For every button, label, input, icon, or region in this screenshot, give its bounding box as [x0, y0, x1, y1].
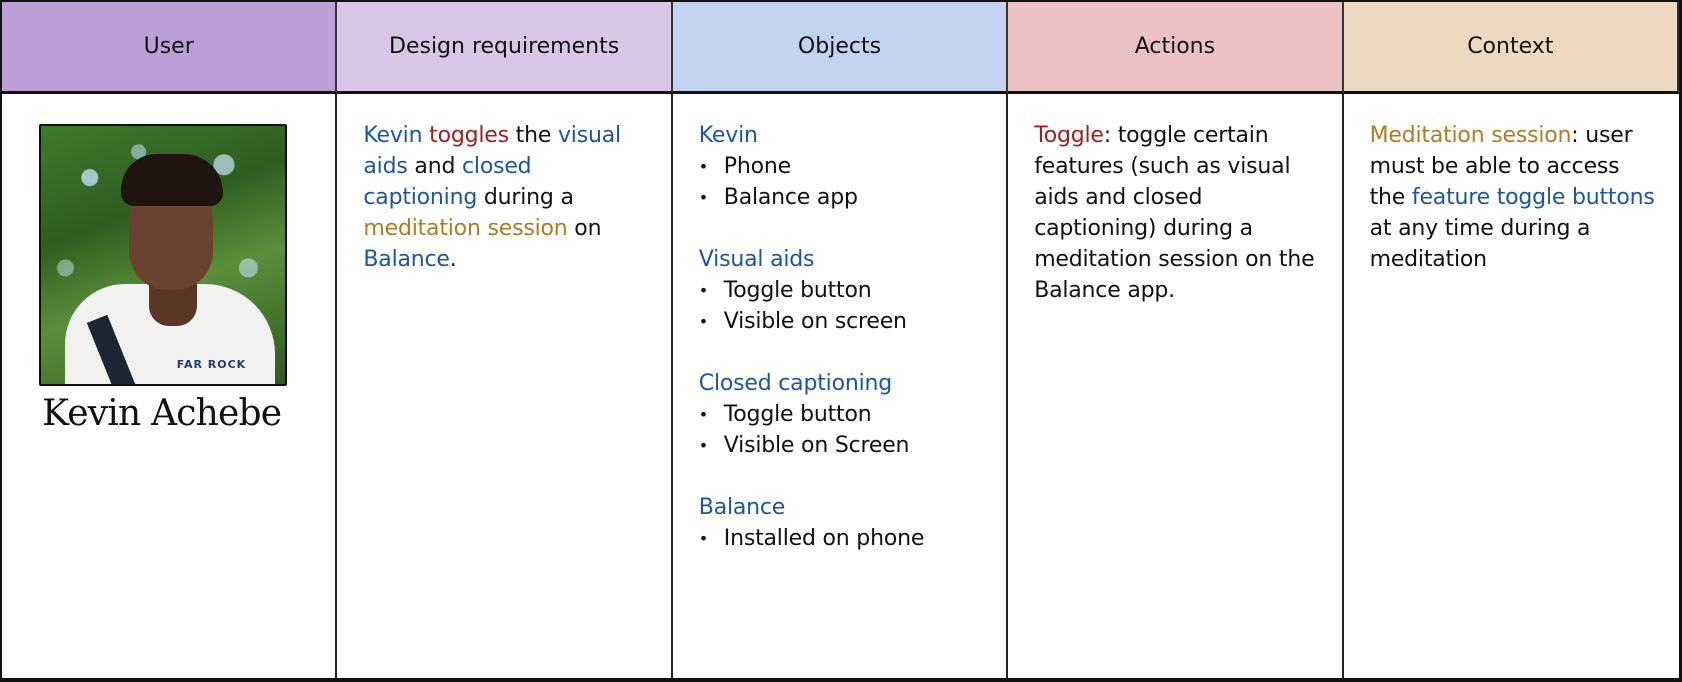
header-objects: Objects [672, 2, 1009, 94]
context-cell: Meditation session: user must be able to… [1344, 94, 1679, 678]
object-attribute: Toggle button [699, 275, 984, 306]
object-attribute: Balance app [699, 182, 984, 213]
header-actions: Actions [1008, 2, 1344, 94]
context-text: : user must be able to access the [1369, 123, 1633, 210]
object-attributes: Installed on phone [699, 523, 984, 554]
object-group-kevin: Kevin Phone Balance app [699, 120, 984, 213]
context-term: Meditation session [1369, 123, 1572, 148]
design-requirements-cell: Kevin toggles the visual aids and closed… [337, 94, 673, 678]
object-attribute: Toggle button [699, 399, 984, 430]
object-title: Closed captioning [698, 371, 892, 396]
photo-hair [120, 154, 223, 206]
dr-object-balance: Balance [363, 247, 450, 272]
dr-text: and [407, 154, 463, 179]
objects-cell: Kevin Phone Balance app Visual aids Togg… [673, 94, 1009, 678]
user-cell: FAR ROCK Kevin Achebe [2, 94, 338, 678]
user-name: Kevin Achebe [42, 393, 282, 434]
dr-context-meditation-session: meditation session [363, 216, 568, 241]
photo-shirt-logo: FAR ROCK [176, 358, 247, 371]
object-attribute: Installed on phone [699, 523, 984, 554]
dr-text: on [567, 216, 602, 241]
dr-object-closed-captioning: closed captioning [363, 154, 532, 210]
object-attribute: Visible on Screen [699, 430, 984, 461]
context-highlight: feature toggle buttons [1411, 185, 1655, 210]
object-group-closed-captioning: Closed captioning Toggle button Visible … [699, 368, 984, 461]
design-requirement-text: Kevin toggles the visual aids and closed… [363, 123, 621, 272]
dr-text: the [508, 123, 558, 148]
object-title: Kevin [698, 123, 758, 148]
object-attribute: Phone [699, 151, 984, 182]
context-text: at any time during a meditation [1369, 216, 1591, 272]
object-attribute: Visible on screen [699, 306, 984, 337]
object-title: Visual aids [698, 247, 815, 272]
dr-object-visual-aids: visual aids [363, 123, 621, 179]
object-group-visual-aids: Visual aids Toggle button Visible on scr… [699, 244, 984, 337]
action-description: : toggle certain features (such as visua… [1034, 123, 1315, 303]
dr-text: during a [477, 185, 574, 210]
header-context: Context [1343, 2, 1679, 94]
dr-text: . [449, 247, 457, 272]
header-user: User [2, 2, 338, 94]
dr-action-toggles: toggles [429, 123, 509, 148]
object-group-balance: Balance Installed on phone [699, 492, 984, 554]
user-photo: FAR ROCK [38, 124, 287, 386]
actions-cell: Toggle: toggle certain features (such as… [1008, 94, 1344, 678]
header-design-requirements: Design requirements [337, 2, 673, 94]
action-term: Toggle [1034, 123, 1104, 148]
dr-object-kevin: Kevin [363, 123, 423, 148]
object-title: Balance [698, 495, 786, 520]
object-attributes: Phone Balance app [699, 151, 984, 213]
object-attributes: Toggle button Visible on screen [699, 275, 984, 337]
object-attributes: Toggle button Visible on Screen [699, 399, 984, 461]
